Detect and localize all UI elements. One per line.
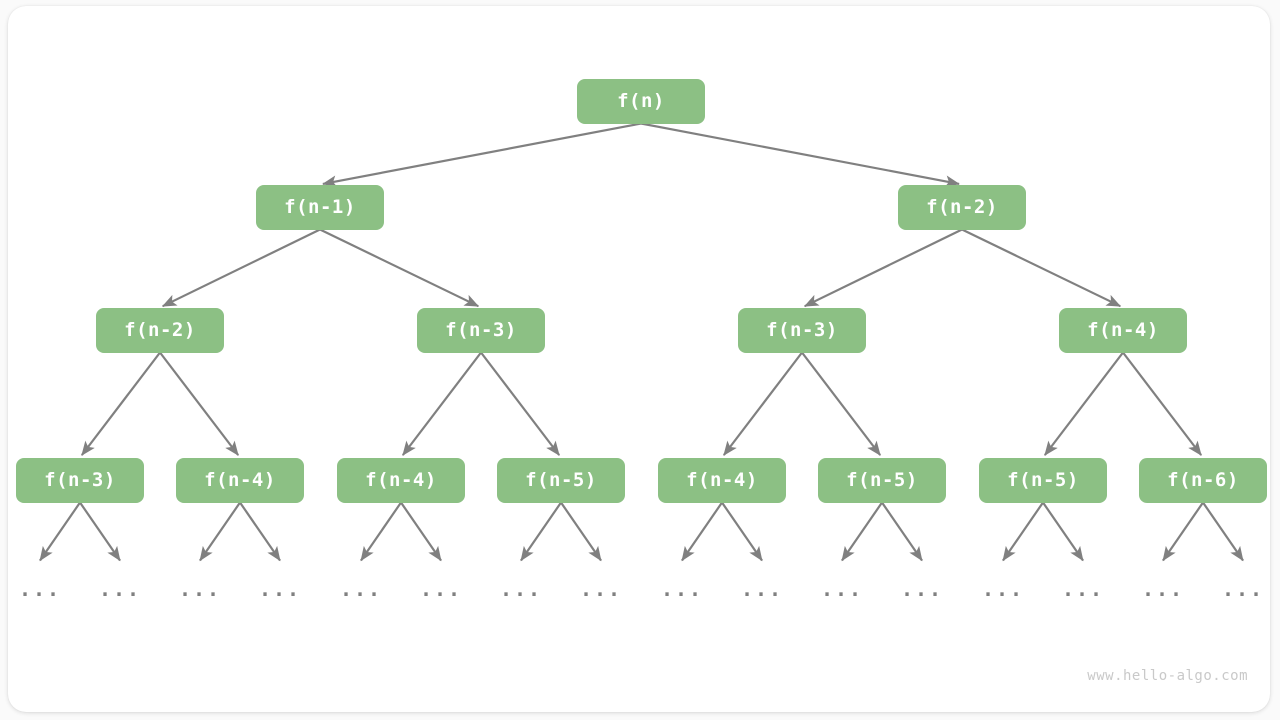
ellipsis-n13-12: ... xyxy=(981,576,1025,601)
ellipsis-n8-2: ... xyxy=(178,576,222,601)
tree-node-label: f(n-4) xyxy=(365,469,437,491)
tree-node-n13: f(n-5) xyxy=(979,457,1107,503)
tree-node-label: f(n-3) xyxy=(44,469,116,491)
ellipsis-n14-14: ... xyxy=(1141,576,1185,601)
leaf-stub-n13-13 xyxy=(1042,501,1084,562)
tree-node-n14: f(n-6) xyxy=(1139,457,1267,503)
leaf-stub-n8-3 xyxy=(239,501,281,562)
edge-n2-to-n5 xyxy=(803,228,963,308)
tree-node-label: f(n-5) xyxy=(1007,469,1079,491)
tree-node-n8: f(n-4) xyxy=(176,457,304,503)
edge-n4-to-n10 xyxy=(480,351,561,456)
leaf-stub-n14-15 xyxy=(1202,501,1244,562)
tree-node-label: f(n-1) xyxy=(284,196,356,218)
leaf-stub-n10-7 xyxy=(560,501,602,562)
tree-node-n12: f(n-5) xyxy=(818,457,946,503)
edge-n1-to-n4 xyxy=(319,228,480,308)
tree-node-n9: f(n-4) xyxy=(337,457,465,503)
leaf-stub-n12-10 xyxy=(841,501,883,562)
tree-node-label: f(n-3) xyxy=(445,319,517,341)
leaf-stub-n7-0 xyxy=(39,501,81,562)
leaf-stub-n14-14 xyxy=(1162,501,1204,562)
tree-node-n7: f(n-3) xyxy=(16,457,144,503)
edge-n0-to-n1 xyxy=(322,122,642,188)
tree-node-label: f(n-5) xyxy=(525,469,597,491)
tree-node-label: f(n-4) xyxy=(204,469,276,491)
ellipsis-n12-11: ... xyxy=(900,576,944,601)
ellipsis-n11-8: ... xyxy=(660,576,704,601)
tree-node-n1: f(n-1) xyxy=(256,184,384,230)
ellipsis-n8-3: ... xyxy=(258,576,302,601)
ellipsis-n12-10: ... xyxy=(820,576,864,601)
recursion-tree-diagram: f(n) f(n-1) f(n-2) f(n-2) f(n-3) f(n-3) f(n-4)… xyxy=(8,6,1270,712)
tree-node-n6: f(n-4) xyxy=(1059,307,1187,353)
leaf-stub-n12-11 xyxy=(881,501,923,562)
tree-node-label: f(n-3) xyxy=(766,319,838,341)
ellipsis-n13-13: ... xyxy=(1061,576,1105,601)
tree-node-n3: f(n-2) xyxy=(96,307,224,353)
edge-n2-to-n6 xyxy=(961,228,1122,308)
leaf-stub-n13-12 xyxy=(1002,501,1044,562)
tree-node-n10: f(n-5) xyxy=(497,457,625,503)
ellipsis-n11-9: ... xyxy=(740,576,784,601)
ellipsis-n7-0: ... xyxy=(18,576,62,601)
edge-n3-to-n8 xyxy=(159,351,240,456)
tree-edges xyxy=(80,122,1203,456)
tree-node-label: f(n) xyxy=(617,90,665,112)
diagram-card: f(n) f(n-1) f(n-2) f(n-2) f(n-3) f(n-3) f(n-4)… xyxy=(8,6,1270,712)
watermark-label: www.hello-algo.com xyxy=(1087,668,1248,684)
leaf-stub-n9-5 xyxy=(400,501,442,562)
edge-n5-to-n12 xyxy=(801,351,882,456)
tree-node-label: f(n-4) xyxy=(686,469,758,491)
tree-node-label: f(n-5) xyxy=(846,469,918,491)
edge-n0-to-n2 xyxy=(640,122,960,188)
ellipsis-n14-15: ... xyxy=(1221,576,1265,601)
tree-node-label: f(n-6) xyxy=(1167,469,1239,491)
leaf-stub-n8-2 xyxy=(199,501,241,562)
edge-n4-to-n9 xyxy=(401,351,482,456)
tree-node-label: f(n-2) xyxy=(124,319,196,341)
tree-node-n5: f(n-3) xyxy=(738,307,866,353)
tree-node-n4: f(n-3) xyxy=(417,307,545,353)
ellipsis-n7-1: ... xyxy=(98,576,142,601)
leaf-stub-n11-8 xyxy=(681,501,723,562)
ellipsis-n9-4: ... xyxy=(339,576,383,601)
edge-n5-to-n11 xyxy=(722,351,803,456)
tree-node-label: f(n-2) xyxy=(926,196,998,218)
edge-n6-to-n13 xyxy=(1043,351,1124,456)
tree-node-n2: f(n-2) xyxy=(898,184,1026,230)
ellipsis-n10-6: ... xyxy=(499,576,543,601)
ellipsis-n10-7: ... xyxy=(579,576,623,601)
leaf-stub-n7-1 xyxy=(79,501,121,562)
ellipsis-n9-5: ... xyxy=(419,576,463,601)
edge-n1-to-n3 xyxy=(161,228,321,308)
leaf-stub-n9-4 xyxy=(360,501,402,562)
leaf-stub-n10-6 xyxy=(520,501,562,562)
leaf-stub-edges xyxy=(39,501,1244,562)
tree-node-n0: f(n) xyxy=(577,78,705,124)
edge-n6-to-n14 xyxy=(1122,351,1203,456)
tree-node-label: f(n-4) xyxy=(1087,319,1159,341)
leaf-stub-n11-9 xyxy=(721,501,763,562)
tree-node-n11: f(n-4) xyxy=(658,457,786,503)
edge-n3-to-n7 xyxy=(80,351,161,456)
